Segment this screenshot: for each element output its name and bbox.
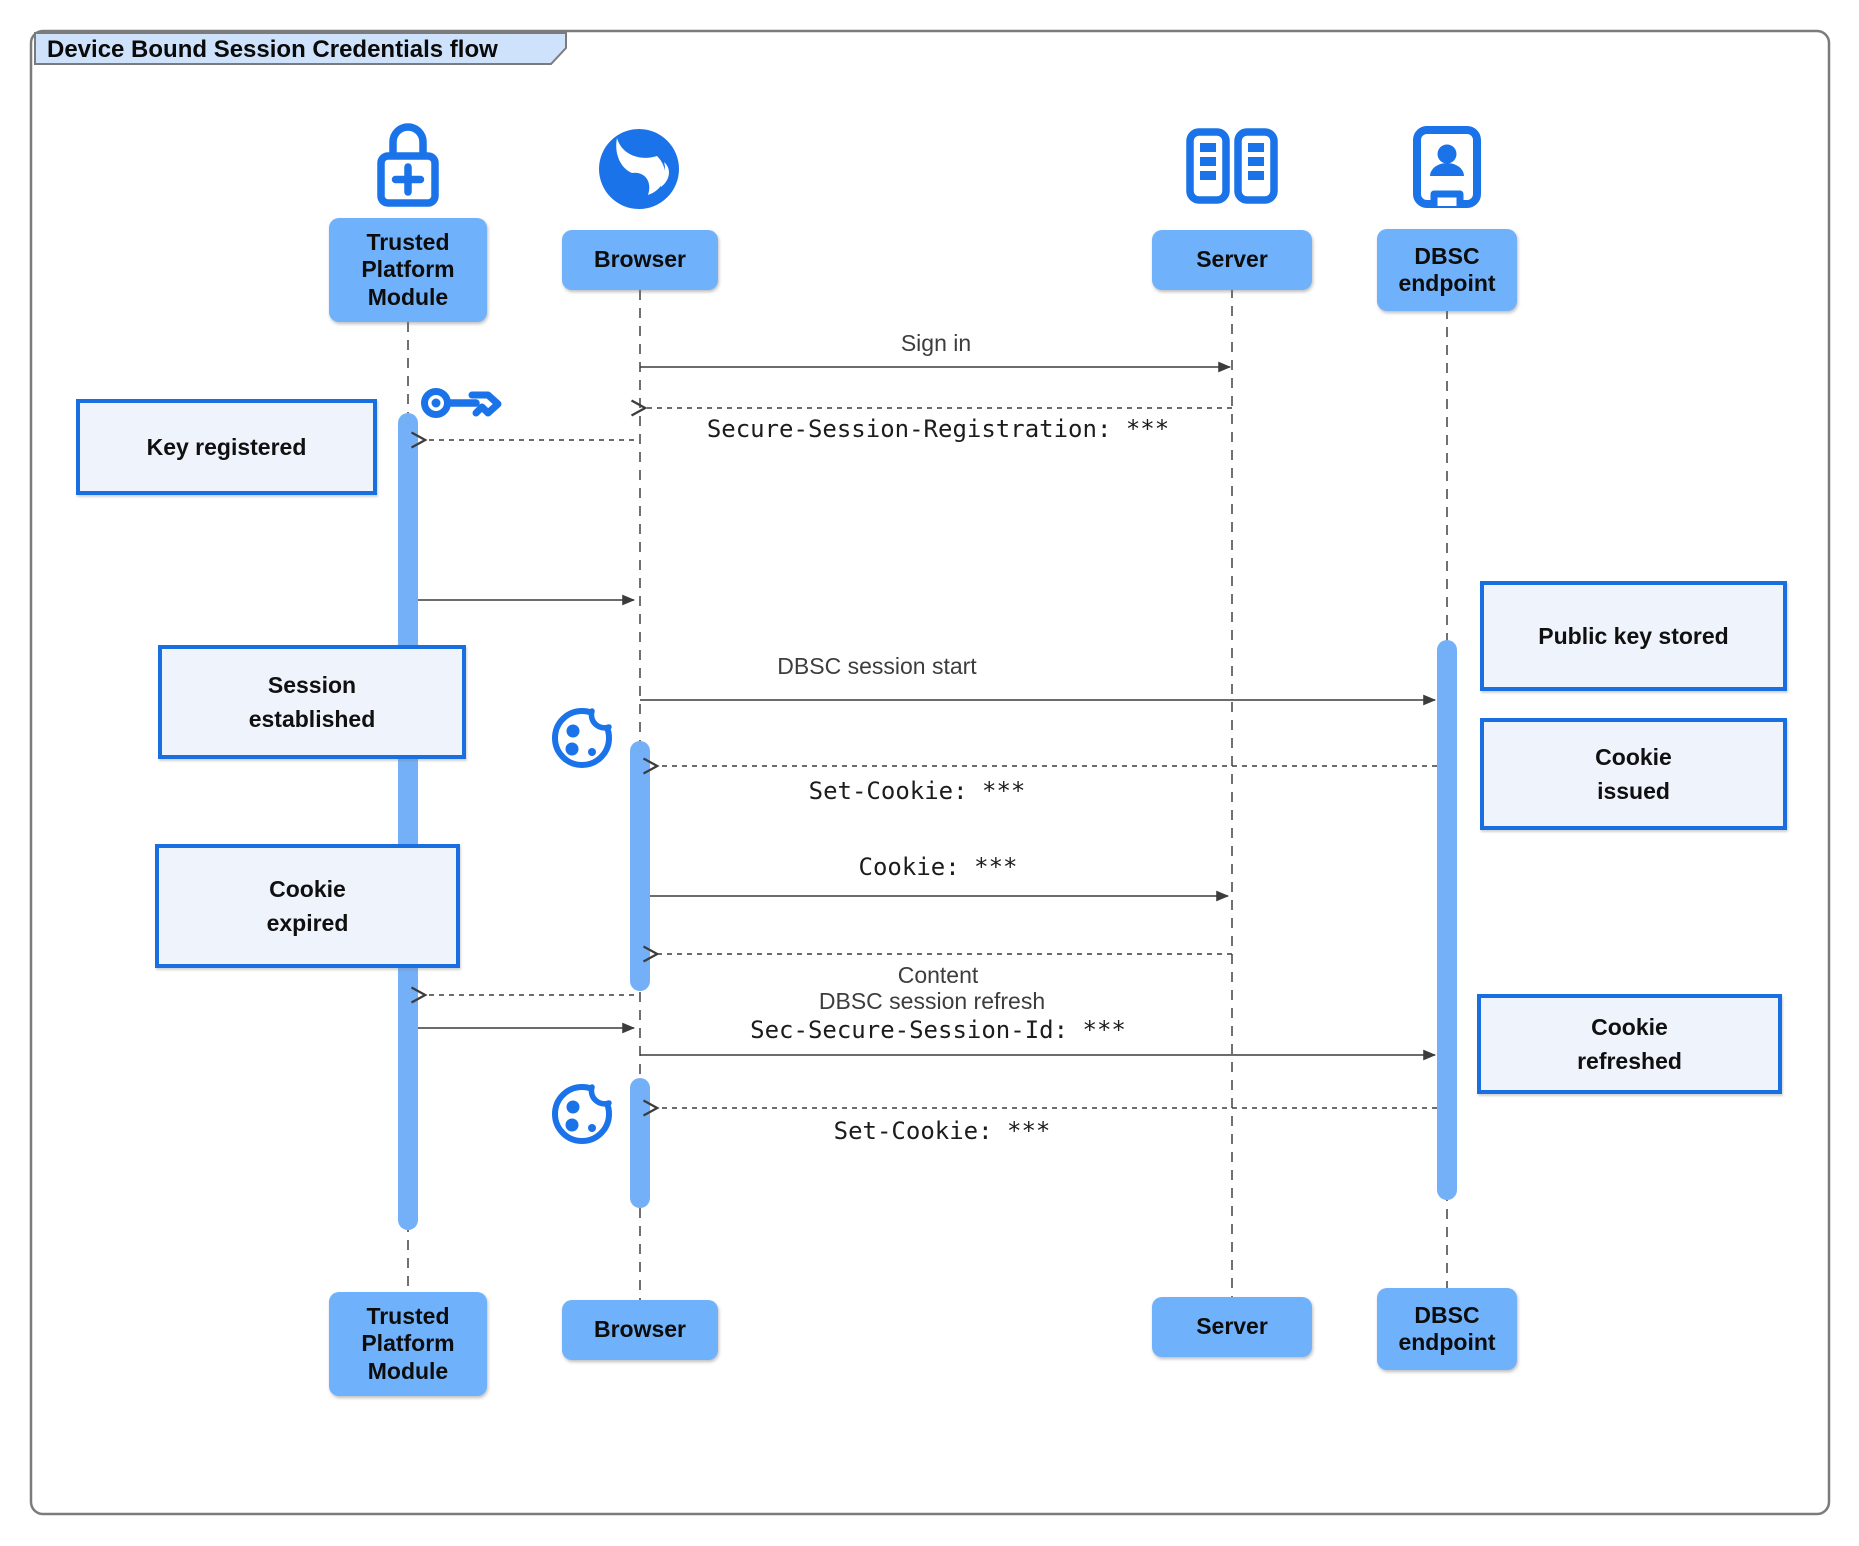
diagram-frame	[29, 29, 1831, 1516]
message-label-dbsc-session-start: DBSC session start	[777, 653, 977, 679]
diagram-title: Device Bound Session Credentials flow	[47, 36, 498, 63]
message-label-sec-secure-session-id: Sec-Secure-Session-Id: ***	[750, 1016, 1126, 1044]
server-racks-icon	[1186, 128, 1278, 204]
cookie-icon	[552, 701, 616, 768]
key-icon	[421, 388, 502, 418]
actor-top-browser: Browser	[562, 230, 718, 290]
note-key-registered: Key registered	[76, 399, 377, 495]
activation-bar-dbsc	[1437, 640, 1457, 1200]
message-label-cookie: Cookie: ***	[858, 853, 1018, 881]
message-label-content: Content	[897, 962, 979, 988]
message-label-set-cookie-1: Set-Cookie: ***	[808, 777, 1026, 805]
door-person-icon	[1413, 126, 1481, 208]
title-tab	[34, 32, 567, 65]
cookie-icon	[552, 1077, 616, 1144]
note-public-key-stored: Public key stored	[1480, 581, 1787, 691]
note-session-established: Session established	[158, 645, 466, 759]
actor-top-tpm: Trusted Platform Module	[329, 218, 487, 322]
actor-bottom-dbsc: DBSC endpoint	[1377, 1288, 1517, 1370]
message-label-secure-session-registration: Secure-Session-Registration: ***	[706, 415, 1170, 443]
globe-icon	[599, 129, 679, 209]
message-label-sign-in: Sign in	[900, 330, 972, 356]
note-cookie-issued: Cookie issued	[1480, 718, 1787, 830]
actor-bottom-tpm: Trusted Platform Module	[329, 1292, 487, 1396]
actor-top-dbsc: DBSC endpoint	[1377, 229, 1517, 311]
activation-bar-browser-1	[630, 741, 650, 991]
note-cookie-expired: Cookie expired	[155, 844, 460, 968]
actor-top-server: Server	[1152, 230, 1312, 290]
actor-bottom-server: Server	[1152, 1297, 1312, 1357]
activation-bar-browser-2	[630, 1078, 650, 1208]
note-cookie-refreshed: Cookie refreshed	[1477, 994, 1782, 1094]
message-label-dbsc-session-refresh: DBSC session refresh	[818, 988, 1046, 1014]
message-label-set-cookie-2: Set-Cookie: ***	[833, 1117, 1051, 1145]
activation-bar-tpm	[398, 413, 418, 1230]
lock-plus-icon	[377, 123, 439, 207]
actor-bottom-browser: Browser	[562, 1300, 718, 1360]
